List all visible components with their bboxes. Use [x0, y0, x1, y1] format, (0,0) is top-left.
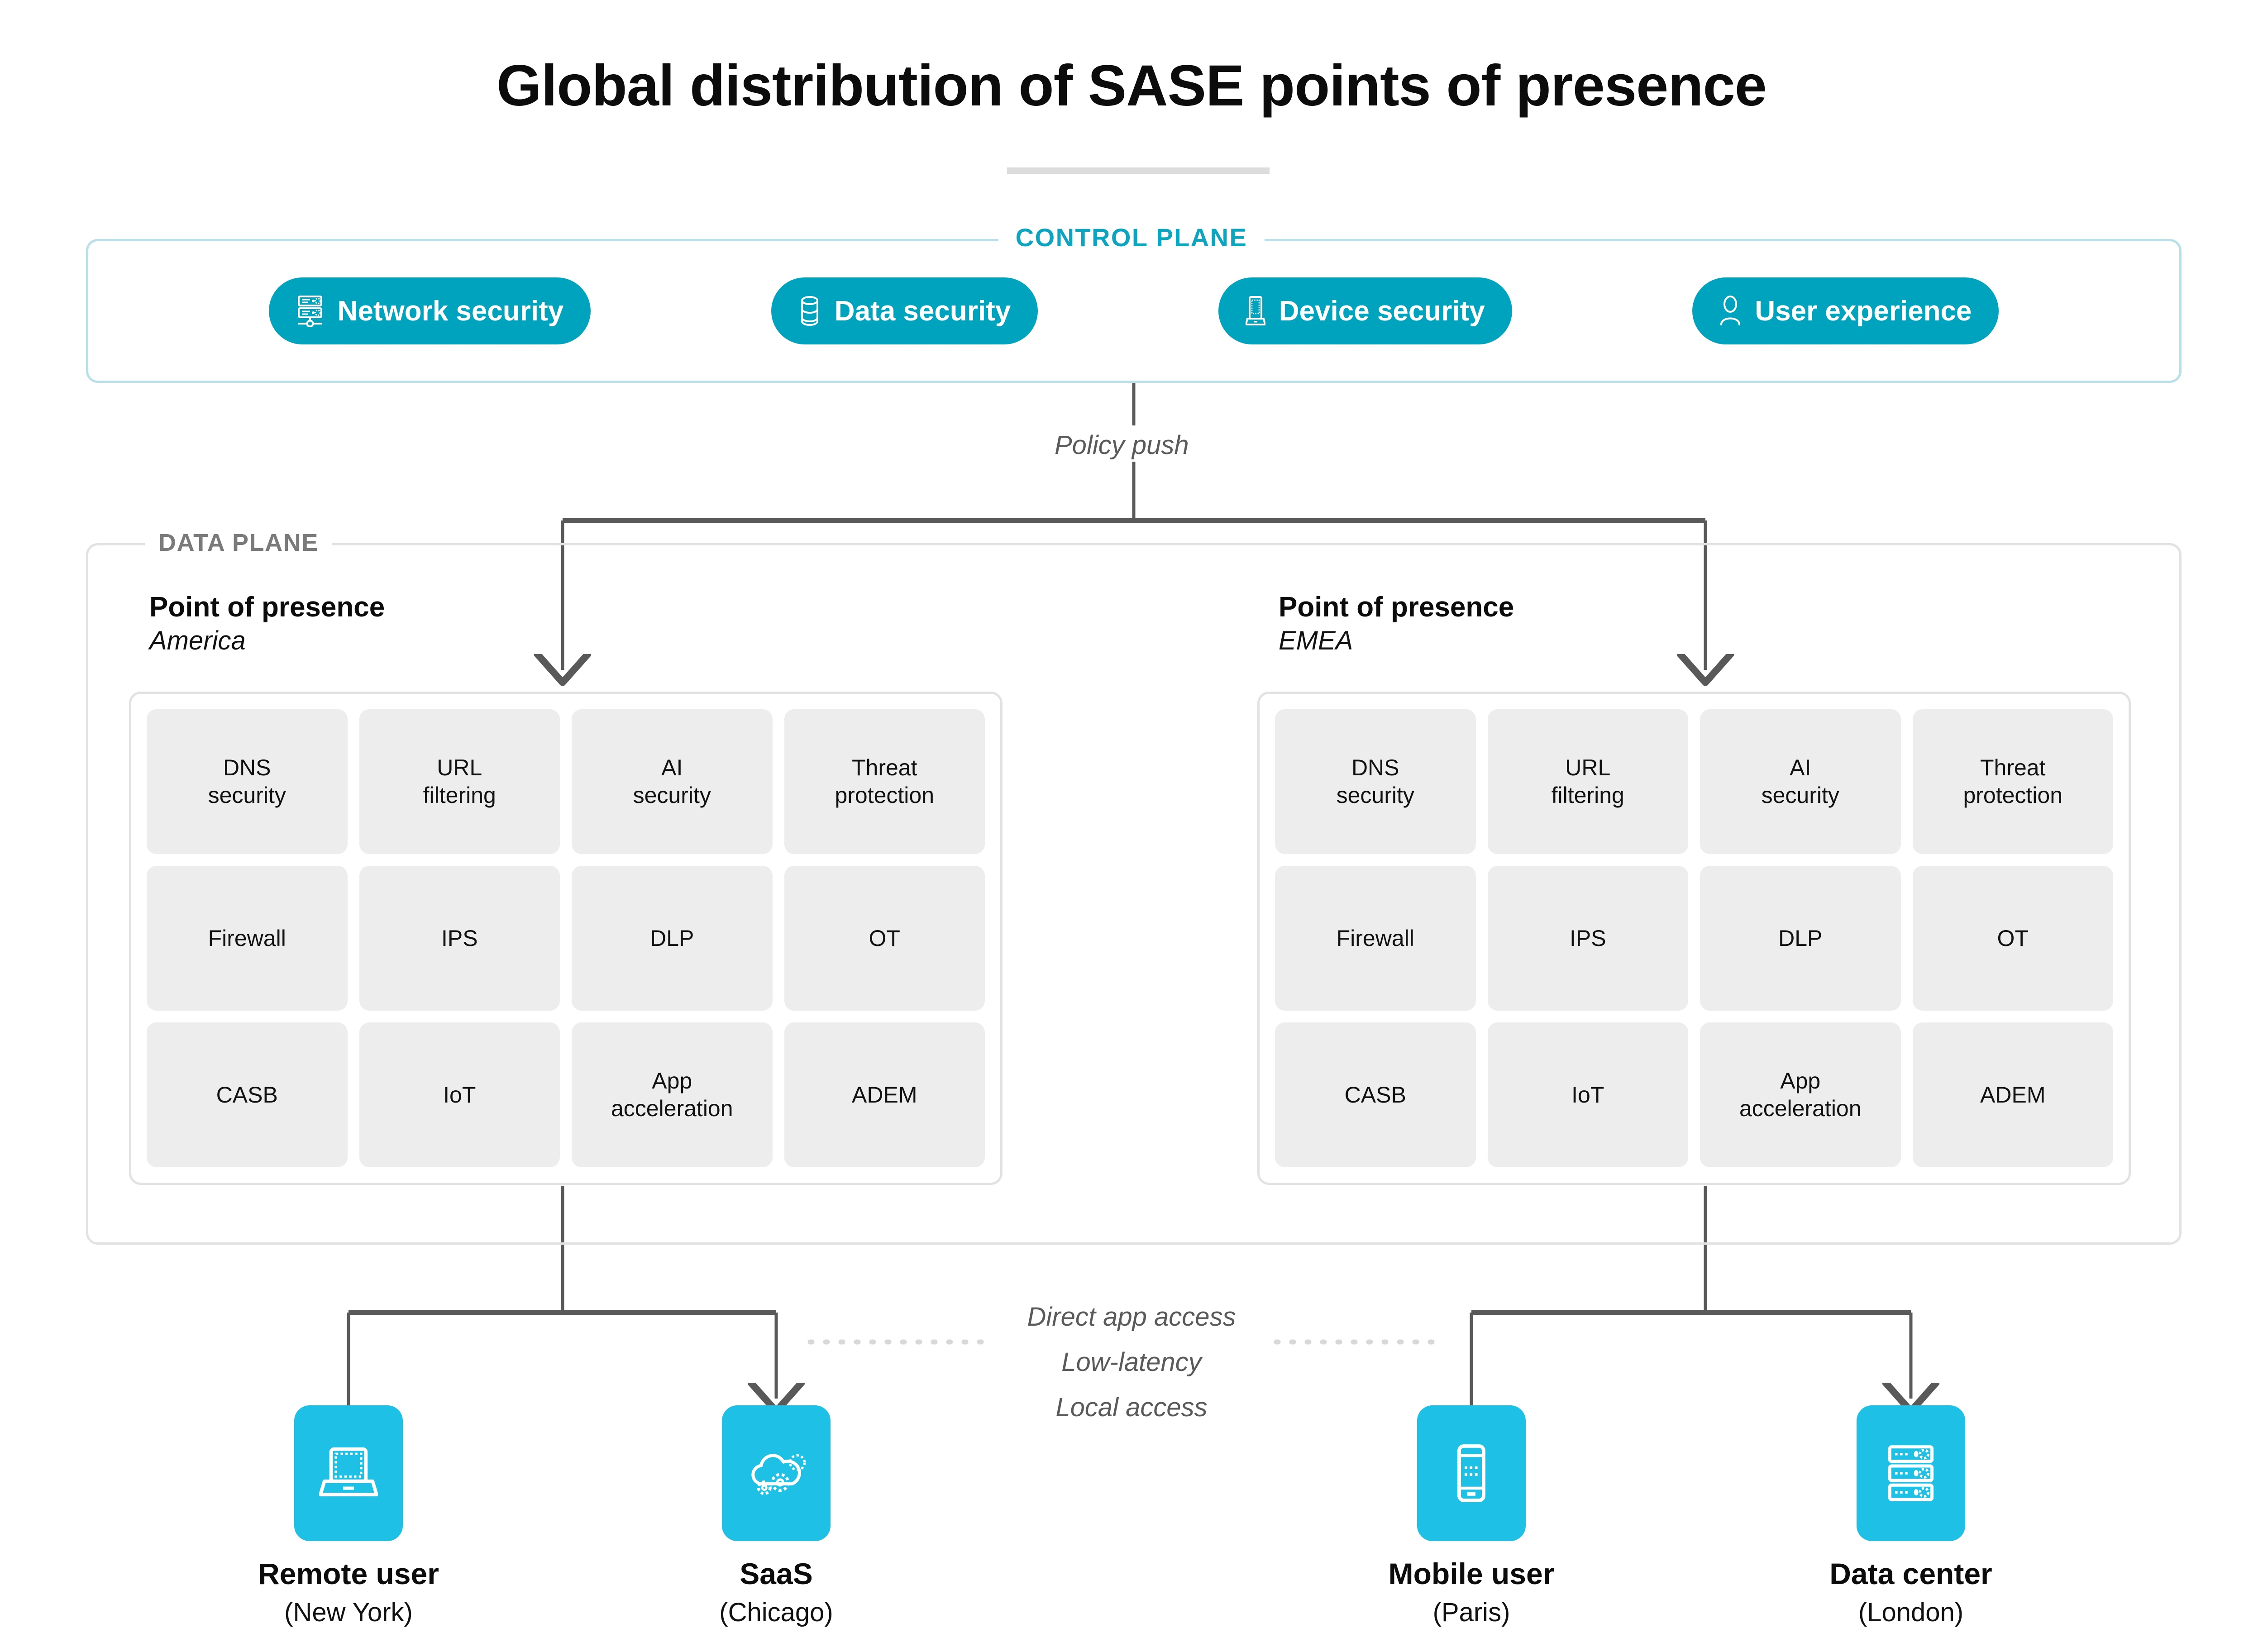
data-plane-title: DATA PLANE — [145, 529, 332, 557]
policy-push-label: Policy push — [1055, 430, 1189, 460]
page-title: Global distribution of SASE points of pr… — [497, 53, 1767, 118]
endpoint-location: (Chicago) — [719, 1598, 833, 1627]
server-icon — [296, 295, 324, 327]
mobile-phone-icon — [1417, 1405, 1526, 1541]
control-pill-label: Device security — [1279, 295, 1485, 327]
service-tile[interactable]: DLP — [1700, 866, 1901, 1011]
service-tile[interactable]: ADEM — [784, 1022, 985, 1167]
endpoint-saas[interactable]: SaaS (Chicago) — [681, 1405, 871, 1628]
laptop-icon — [294, 1405, 403, 1541]
control-pill-label: User experience — [1755, 295, 1972, 327]
service-tile[interactable]: OT — [1912, 866, 2113, 1011]
endpoint-location: (Paris) — [1432, 1598, 1510, 1627]
server-rack-icon — [1857, 1405, 1965, 1541]
endpoint-location: (London) — [1858, 1598, 1964, 1627]
cloud-gears-icon — [722, 1405, 831, 1541]
middle-connector-labels: Direct app access Low-latency Local acce… — [0, 1294, 2263, 1430]
service-tile[interactable]: CASB — [147, 1022, 348, 1167]
pop-region: EMEA — [1279, 626, 1353, 656]
middle-label: Low-latency — [1061, 1347, 1202, 1377]
data-plane-panel — [86, 543, 2182, 1245]
control-pill-label: Network security — [337, 295, 564, 327]
service-tile[interactable]: OT — [784, 866, 985, 1011]
service-tile[interactable]: Firewall — [1275, 866, 1476, 1011]
control-pill-data-security[interactable]: Data security — [771, 277, 1038, 344]
pop-region: America — [149, 626, 246, 656]
service-tile[interactable]: DLP — [572, 866, 773, 1011]
control-pill-network-security[interactable]: Network security — [268, 277, 591, 344]
service-tile[interactable]: IoT — [1487, 1022, 1688, 1167]
user-icon — [1719, 295, 1741, 327]
service-tile[interactable]: IPS — [359, 866, 560, 1011]
service-tile[interactable]: IPS — [1487, 866, 1688, 1011]
endpoint-mobile-user[interactable]: Mobile user (Paris) — [1376, 1405, 1566, 1628]
endpoint-remote-user[interactable]: Remote user (New York) — [253, 1405, 444, 1628]
service-tile[interactable]: Firewall — [147, 866, 348, 1011]
pop-header-america: Point of presence America — [149, 591, 385, 658]
title-divider — [1007, 167, 1270, 174]
service-tile[interactable]: IoT — [359, 1022, 560, 1167]
control-pill-user-experience[interactable]: User experience — [1692, 277, 1999, 344]
laptop-icon — [1245, 295, 1265, 327]
middle-label: Direct app access — [1027, 1302, 1236, 1332]
endpoint-data-center[interactable]: Data center (London) — [1816, 1405, 2006, 1628]
control-pill-device-security[interactable]: Device security — [1218, 277, 1512, 344]
middle-label: Local access — [1055, 1392, 1208, 1422]
service-tile[interactable]: CASB — [1275, 1022, 1476, 1167]
endpoint-location: (New York) — [284, 1598, 413, 1627]
pop-title: Point of presence — [1279, 592, 1514, 623]
endpoint-name: SaaS — [740, 1557, 813, 1590]
database-icon — [798, 295, 821, 327]
endpoint-name: Mobile user — [1388, 1557, 1555, 1590]
control-plane-panel: Network security Data security — [86, 239, 2182, 383]
pop-header-emea: Point of presence EMEA — [1279, 591, 1514, 658]
endpoint-name: Remote user — [258, 1557, 439, 1590]
control-plane-pill-row: Network security Data security — [88, 241, 2179, 381]
service-tile[interactable]: ADEM — [1912, 1022, 2113, 1167]
pop-title: Point of presence — [149, 592, 385, 623]
control-pill-label: Data security — [834, 295, 1011, 327]
endpoint-name: Data center — [1829, 1557, 1992, 1590]
